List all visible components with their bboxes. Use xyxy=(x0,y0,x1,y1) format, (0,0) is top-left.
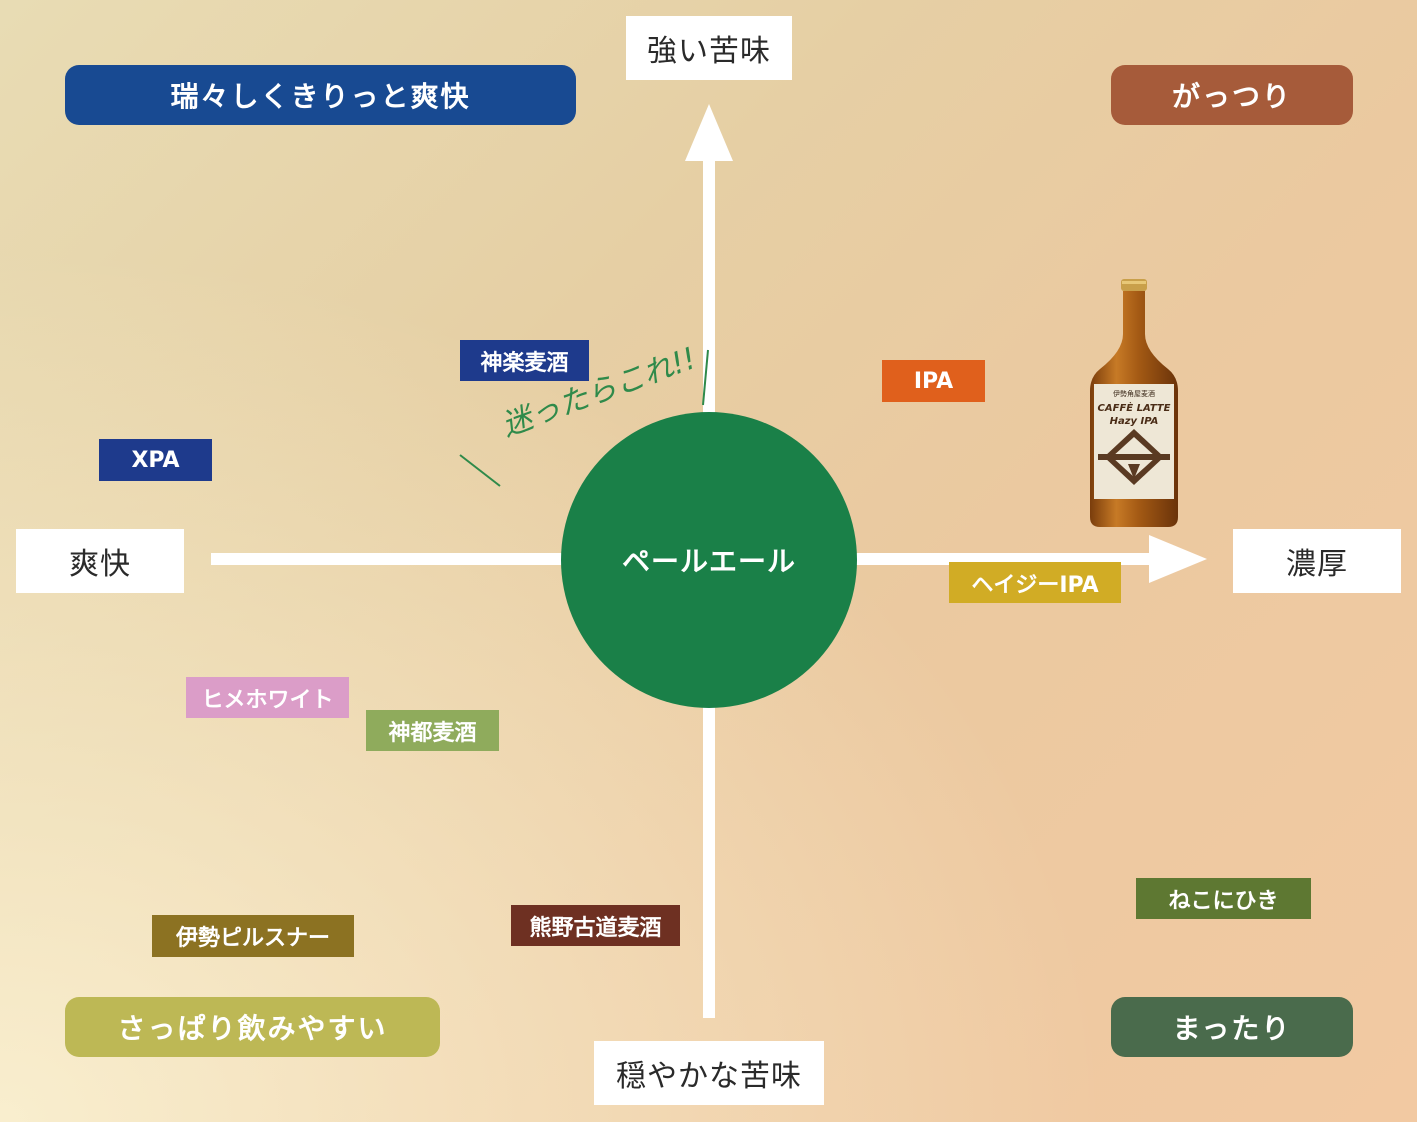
beer-tag-shinto: 神都麦酒 xyxy=(366,710,499,751)
beer-tag-hazy-ipa: ヘイジーIPA xyxy=(949,562,1121,603)
bottle-label-line1: CAFFÈ LATTE xyxy=(1098,400,1171,414)
beer-tag-hime-white: ヒメホワイト xyxy=(186,677,349,718)
axis-label-right: 濃厚 xyxy=(1233,529,1401,593)
axis-label-top: 強い苦味 xyxy=(626,16,792,80)
quadrant-bottom-right: まったり xyxy=(1111,997,1353,1057)
bottle-label-line2: Hazy IPA xyxy=(1110,416,1159,427)
note-tick-left xyxy=(459,454,501,487)
axis-label-bottom: 穏やかな苦味 xyxy=(594,1041,824,1105)
beer-tag-ise-pilsner: 伊勢ピルスナー xyxy=(152,915,354,957)
right-arrow-head xyxy=(1149,535,1207,583)
beer-tag-ipa: IPA xyxy=(882,360,985,402)
bottle-label-brand: 伊勢角屋麦酒 xyxy=(1113,389,1155,398)
center-label: ペールエール xyxy=(621,545,796,578)
up-arrow-head xyxy=(685,104,733,161)
center-circle: ペールエール xyxy=(561,412,857,708)
beer-tag-xpa: XPA xyxy=(99,439,212,481)
quadrant-bottom-left: さっぱり飲みやすい xyxy=(65,997,440,1057)
beer-tag-kagura: 神楽麦酒 xyxy=(460,340,589,381)
quadrant-top-left: 瑞々しくきりっと爽快 xyxy=(65,65,576,125)
beer-tag-nekonihiki: ねこにひき xyxy=(1136,878,1311,919)
axis-label-left: 爽快 xyxy=(16,529,184,593)
beer-tag-kumano: 熊野古道麦酒 xyxy=(511,905,680,946)
quadrant-top-right: がっつり xyxy=(1111,65,1353,125)
note-tick-right xyxy=(702,349,709,406)
beer-bottle-icon: 伊勢角屋麦酒 CAFFÈ LATTE Hazy IPA xyxy=(1088,279,1180,533)
